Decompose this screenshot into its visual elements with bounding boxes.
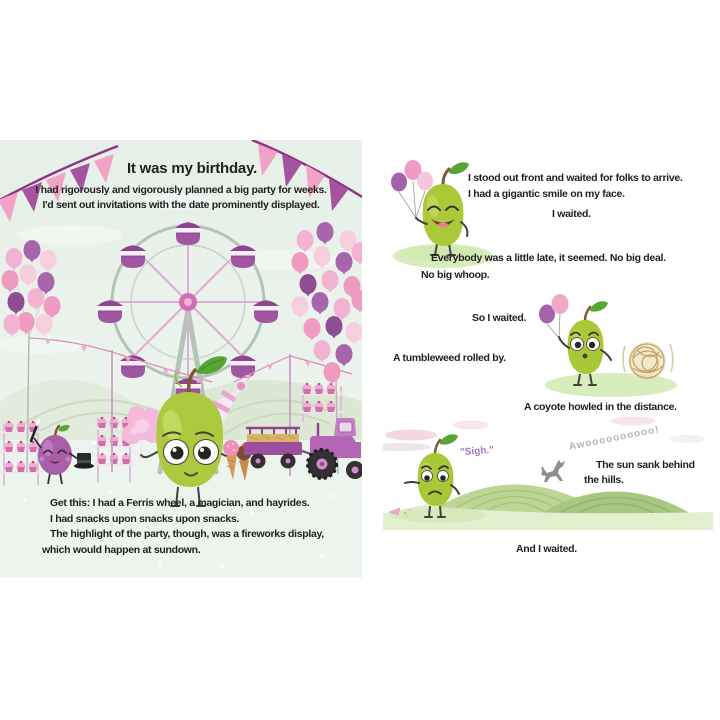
mini-bunting [28, 337, 353, 476]
rp-block-4: So I waited. [472, 312, 527, 324]
balloons-icon [391, 160, 433, 219]
tractor [306, 418, 362, 480]
left-page-illustration [0, 140, 362, 569]
left-page: It was my birthday. I had rigorously and… [0, 140, 362, 578]
rp-block-5: A tumbleweed rolled by. [393, 352, 506, 364]
rp-block7-line1: The sun sank behind [596, 459, 695, 471]
bunting-left [0, 144, 119, 222]
rp-block-6: A coyote howled in the distance. [524, 401, 677, 413]
pink-clouds [383, 416, 705, 451]
rp-block7-line2: the hills. [584, 474, 624, 486]
coyote-icon [541, 460, 565, 482]
para-line-3: The highlight of the party, though, was … [50, 528, 324, 540]
rp-block-7: The sun sank behind the hills. [584, 458, 695, 488]
rp-block-2: I waited. [552, 208, 591, 220]
intro-line-2: I'd sent out invitations with the date p… [42, 199, 320, 211]
ferris-wheel [97, 221, 279, 475]
rp-block1-line1: I stood out front and waited for folks t… [468, 172, 683, 184]
sigh-speech: "Sigh." [459, 444, 495, 459]
pear-worried [558, 301, 612, 386]
pear-happy [415, 162, 469, 256]
pear-sad [404, 434, 460, 518]
hay-wagon [244, 426, 315, 469]
rp-block-8: And I waited. [516, 543, 577, 555]
rp-block3-line1: Everybody was a little late, it seemed. … [431, 252, 666, 264]
para-line-1: Get this: I had a Ferris wheel, a magici… [50, 497, 310, 509]
para-line-2: I had snacks upon snacks upon snacks. [50, 512, 240, 525]
balloon-bunch-left [1, 240, 61, 473]
left-page-paragraph: Get this: I had a Ferris wheel, a magici… [42, 496, 324, 558]
rp-block-1: I stood out front and waited for folks t… [468, 170, 683, 202]
party-horn-icon [388, 507, 411, 517]
sunset-hills-vignette [383, 416, 713, 530]
rp-block1-line2: I had a gigantic smile on my face. [468, 188, 625, 200]
page-title: It was my birthday. [126, 160, 258, 177]
plum-magician [29, 418, 104, 485]
cotton-candy [122, 406, 163, 461]
top-hat-icon [74, 453, 94, 469]
para-line-4: which would happen at sundown. [42, 543, 201, 556]
pear-tumbleweed-vignette [539, 294, 677, 397]
left-page-intro: It was my birthday. I had rigorously and… [0, 160, 362, 213]
balloons-icon [539, 294, 569, 339]
rp-block-3: Everybody was a little late, it seemed. … [421, 250, 666, 284]
rp-block3-line2: No big whoop. [421, 269, 490, 281]
bunting-right [251, 140, 362, 211]
pear-happy-vignette [391, 160, 493, 268]
grass-patch [390, 507, 486, 523]
tumbleweed-icon [622, 342, 674, 380]
intro-line-1: I had rigorously and vigorously planned … [35, 184, 327, 196]
clouds [0, 194, 340, 354]
cupcake-stand-left [0, 420, 42, 486]
